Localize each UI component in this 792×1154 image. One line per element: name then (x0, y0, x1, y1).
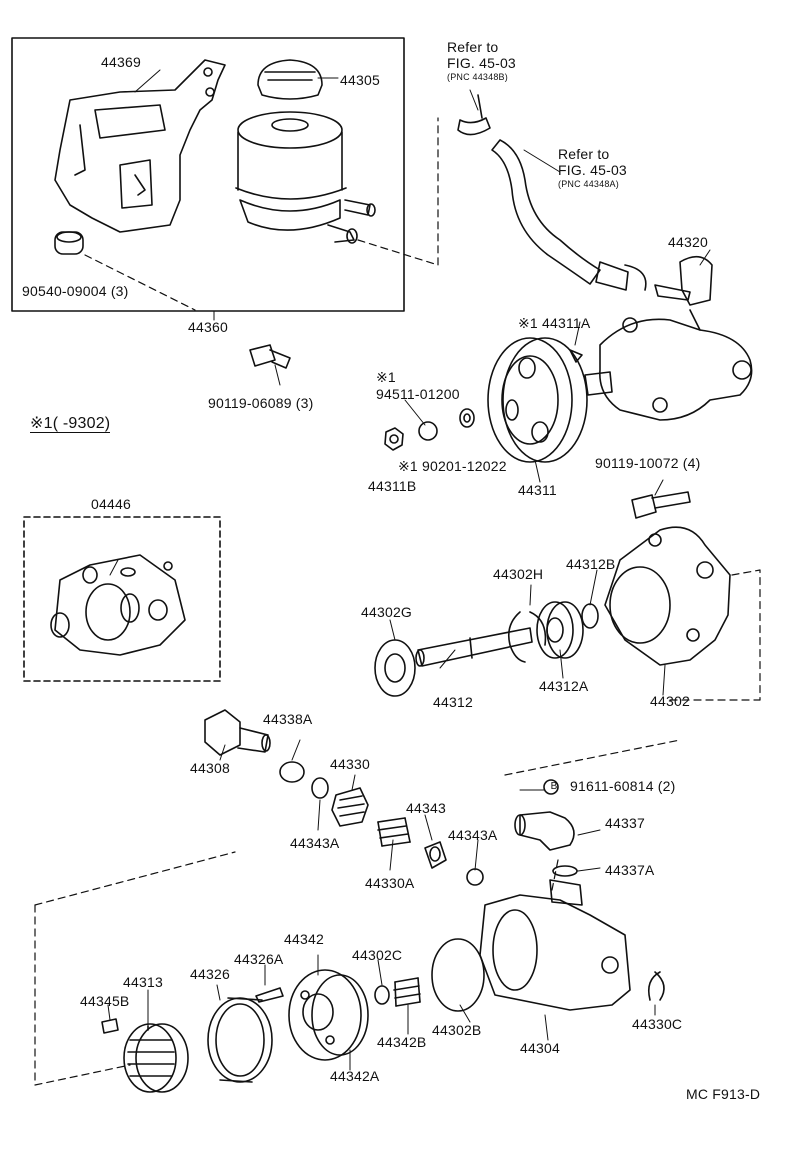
reference-2-pnc: (PNC 44348A) (558, 179, 619, 189)
o-ring-44343A (311, 777, 329, 799)
gasket-44302B (431, 938, 485, 1012)
part-label-44330: 44330 (330, 756, 370, 772)
part-label-44305: 44305 (340, 72, 380, 88)
part-label-44313: 44313 (123, 974, 163, 990)
part-label-90119-10072: 90119-10072 (4) (595, 455, 701, 471)
part-label-44304: 44304 (520, 1040, 560, 1056)
applicability-range: ※1( -9302) (30, 415, 111, 433)
valve-44330 (331, 787, 369, 827)
part-label-90119-06089: 90119-06089 (3) (208, 395, 314, 411)
part-label-44302C: 44302C (352, 947, 403, 963)
washer-90201 (459, 408, 475, 428)
part-label-94511-01200: 94511-01200 (376, 386, 460, 402)
part-label-44326: 44326 (190, 966, 230, 982)
part-label-44369: 44369 (101, 54, 141, 70)
part-label-44326A: 44326A (234, 951, 284, 967)
washer-94511 (418, 421, 438, 441)
reference-1-line-1: Refer to (447, 39, 499, 55)
reference-1-line-2: FIG. 45-03 (447, 55, 516, 71)
part-label-44308: 44308 (190, 760, 230, 776)
front-housing-44304 (479, 879, 631, 1011)
cap-44305 (257, 59, 323, 100)
part-label-91611-60814: 91611-60814 (2) (570, 778, 676, 794)
part-label-90540-09004: 90540-09004 (3) (22, 283, 129, 299)
part-label-44342B: 44342B (377, 1034, 427, 1050)
bolt-90119-06089 (249, 344, 291, 369)
union-44337 (514, 811, 575, 851)
part-label-44302: 44302 (650, 693, 690, 709)
part-label-44330C: 44330C (632, 1016, 683, 1032)
o-ring-44302C (374, 985, 390, 1005)
reference-1-pnc: (PNC 44348B) (447, 72, 508, 82)
return-hose (457, 94, 647, 291)
pulley-44311 (487, 337, 588, 463)
pump-assembly-44320 (584, 255, 753, 421)
seal-44302G (374, 639, 416, 697)
part-label-44330A: 44330A (365, 875, 415, 891)
shaft-44312 (415, 627, 533, 667)
part-label-44302B: 44302B (432, 1022, 482, 1038)
part-label-44360: 44360 (188, 319, 228, 335)
part-label-44312B: 44312B (566, 556, 616, 572)
part-label-04446: 04446 (91, 496, 131, 512)
part-label-44311A: ※1 44311A (518, 315, 591, 331)
part-label-44343: 44343 (406, 800, 446, 816)
ring-44312B (581, 603, 599, 629)
part-label-44312A: 44312A (539, 678, 589, 694)
snap-ring-44330C (647, 971, 665, 1001)
part-label-44338A: 44338A (263, 711, 313, 727)
spring-44330A (377, 817, 411, 847)
fitting-44308 (204, 709, 271, 756)
gasket-44337A (552, 865, 578, 877)
rotor-44313 (123, 1023, 189, 1093)
part-label-44343A-1: 44343A (290, 835, 340, 851)
reservoir (235, 111, 376, 244)
note-marker: ※1 (376, 369, 396, 385)
cam-ring-44342 (288, 969, 369, 1061)
reference-2-line-1: Refer to (558, 146, 610, 162)
o-ring-44338A (279, 761, 305, 783)
bearing-44312A (536, 601, 584, 659)
snap-ring-44302H (507, 611, 547, 663)
vane-44345B (101, 1018, 119, 1034)
bolt-90119-10072 (631, 491, 691, 519)
part-label-44337: 44337 (605, 815, 645, 831)
part-label-44345B: 44345B (80, 993, 130, 1009)
part-label-44320: 44320 (668, 234, 708, 250)
bolt-b-marker (543, 779, 559, 795)
gasket-kit-04446 (50, 554, 186, 656)
part-label-44302H: 44302H (493, 566, 544, 582)
part-label-44337A: 44337A (605, 862, 655, 878)
part-label-44312: 44312 (433, 694, 473, 710)
ring-44326 (207, 997, 273, 1083)
part-label-44311: 44311 (518, 482, 557, 498)
part-label-44311B: 44311B (368, 478, 417, 494)
part-label-90201-12022: ※1 90201-12022 (398, 458, 507, 474)
rear-housing-44302 (604, 526, 731, 666)
part-label-44343A-2: 44343A (448, 827, 498, 843)
part-label-44342: 44342 (284, 931, 324, 947)
plug-44343 (424, 841, 447, 869)
spring-44342B (393, 977, 421, 1007)
bracket-44369 (54, 59, 226, 233)
nut-44311B (384, 427, 404, 451)
reference-2-line-2: FIG. 45-03 (558, 162, 627, 178)
key-44311A (569, 349, 583, 363)
o-ring-44343A-2 (466, 868, 484, 886)
gasket-kit-box (23, 516, 221, 682)
part-label-44342A: 44342A (330, 1068, 380, 1084)
reservoir-group-box (11, 37, 405, 312)
part-label-44302G: 44302G (361, 604, 413, 620)
grommet-90540 (54, 231, 84, 255)
figure-code: MC F913-D (686, 1086, 761, 1102)
bolt-b-letter: B (550, 781, 558, 792)
